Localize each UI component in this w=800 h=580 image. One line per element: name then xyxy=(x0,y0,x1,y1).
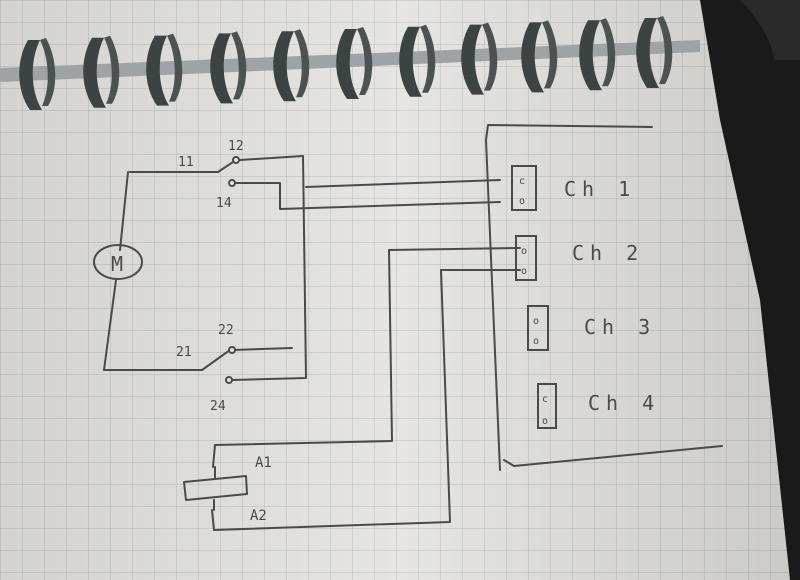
ch4-bottom-terminal: o xyxy=(542,416,548,427)
binding-ring xyxy=(83,37,106,108)
wire-a2-ch2 xyxy=(211,269,521,531)
channel-2: o o Ch 2 xyxy=(515,235,644,281)
board-bottom xyxy=(503,445,723,467)
desk-shadow xyxy=(700,0,800,580)
binding-ring xyxy=(19,40,42,110)
binding-ring xyxy=(336,29,359,99)
binding-ring xyxy=(210,33,233,104)
terminal-12 xyxy=(232,156,240,164)
wire-12-22-common xyxy=(231,155,307,381)
label-21: 21 xyxy=(176,345,192,360)
label-11: 11 xyxy=(178,155,194,170)
binding-ring xyxy=(461,24,484,95)
binding-ring xyxy=(146,35,169,106)
board-left xyxy=(485,139,501,471)
binding-ring xyxy=(542,20,558,89)
binding-ring xyxy=(40,38,56,106)
label-22: 22 xyxy=(218,323,234,338)
label-24: 24 xyxy=(210,399,226,414)
label-12: 12 xyxy=(228,139,244,154)
terminal-14 xyxy=(228,179,236,187)
switch-21-22 xyxy=(201,349,231,371)
binding-ring xyxy=(399,26,422,97)
label-a1: A1 xyxy=(255,455,272,471)
ch2-bottom-terminal: o xyxy=(521,266,527,277)
binding-ring xyxy=(294,29,310,98)
ch3-top-terminal: o xyxy=(533,316,539,327)
binding-ring xyxy=(357,27,373,95)
terminal-22 xyxy=(228,346,236,354)
binding-ring xyxy=(231,31,247,100)
wire-common-ch1 xyxy=(305,179,501,188)
wire-21 xyxy=(103,279,203,371)
channel-4: c o Ch 4 xyxy=(537,383,660,429)
binding-ring xyxy=(636,18,659,88)
spiral-binding xyxy=(19,16,673,110)
channel-3: o o Ch 3 xyxy=(527,305,656,351)
binding-ring xyxy=(104,35,120,104)
binding-ring xyxy=(600,18,616,87)
channel-1: c o Ch 1 xyxy=(511,165,636,211)
wire-a1-ch2 xyxy=(212,247,521,468)
binding-ring xyxy=(657,16,673,84)
binding-ring xyxy=(482,22,498,91)
wire-14-ch1 xyxy=(233,182,501,210)
ch2-top-terminal: o xyxy=(521,246,527,257)
relay-coil xyxy=(183,475,248,501)
motor-symbol xyxy=(93,244,143,280)
ch1-top-terminal: c xyxy=(519,176,525,187)
ch1-bottom-terminal: o xyxy=(519,196,525,207)
binding-ring xyxy=(273,31,296,102)
binding-ring xyxy=(579,20,602,91)
ch3-label: Ch 3 xyxy=(584,315,656,339)
terminal-24 xyxy=(225,376,233,384)
ch1-label: Ch 1 xyxy=(564,177,636,201)
binding-ring xyxy=(167,33,183,102)
ch2-label: Ch 2 xyxy=(572,241,644,265)
binding-ring xyxy=(521,22,544,93)
label-14: 14 xyxy=(216,196,232,211)
ch4-top-terminal: c xyxy=(542,394,548,405)
ch3-bottom-terminal: o xyxy=(533,336,539,347)
board-top xyxy=(485,124,653,141)
binding-ring xyxy=(420,24,436,93)
ch4-label: Ch 4 xyxy=(588,391,660,415)
motor-label: M xyxy=(111,252,123,276)
label-a2: A2 xyxy=(250,508,267,524)
